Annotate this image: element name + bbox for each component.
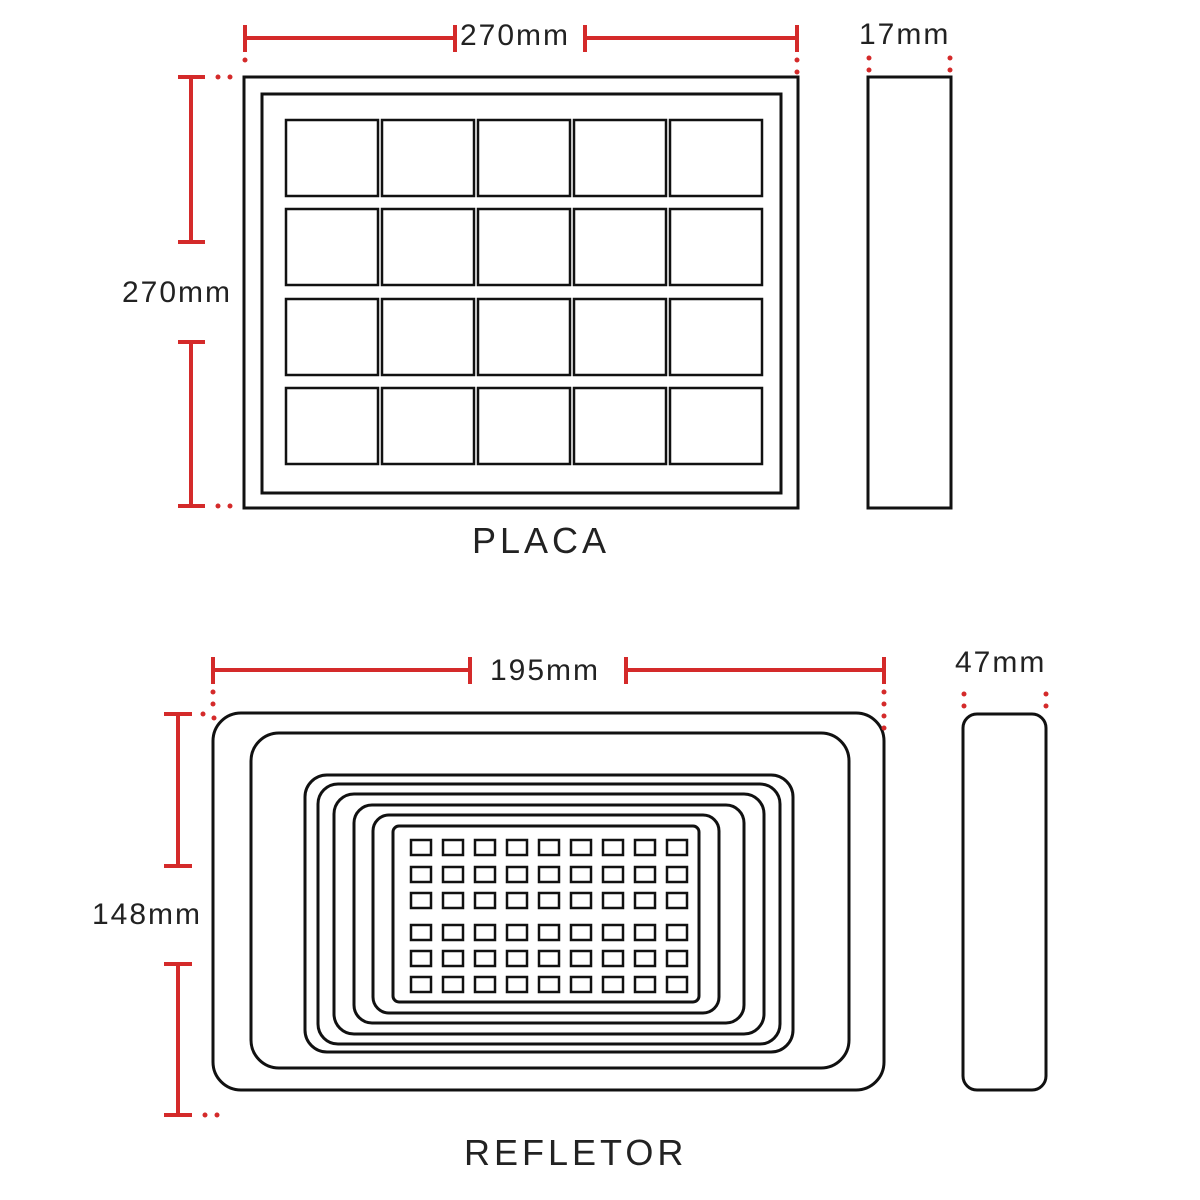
led-chip [473,949,497,968]
led-chip [409,838,433,857]
placa-width-dimension [243,25,799,52]
solar-cell [476,207,572,287]
led-chip [505,975,529,994]
placa-width-label: 270mm [460,19,571,52]
led-chip [665,891,689,910]
led-chip [505,838,529,857]
solar-cell [668,118,764,198]
solar-cell [476,118,572,198]
refletor-height-dimension [164,712,192,1117]
solar-cell [284,297,380,377]
led-chip [441,891,465,910]
led-chip [665,949,689,968]
led-chip [473,891,497,910]
led-chip [505,923,529,942]
placa-side-view [866,75,953,510]
solar-cell [476,297,572,377]
led-chip [537,891,561,910]
led-chip [473,923,497,942]
led-chip [409,891,433,910]
refletor-body [211,711,886,1092]
led-chip [633,838,657,857]
led-chip [601,865,625,884]
solar-cell [284,386,380,466]
led-chip [633,923,657,942]
led-chip [505,949,529,968]
solar-cell [380,386,476,466]
placa-height-dimension [178,75,205,508]
led-chip [569,838,593,857]
led-chip [409,923,433,942]
led-chip [441,949,465,968]
led-chip [505,891,529,910]
placa-height-label: 270mm [122,276,233,310]
led-chip [665,975,689,994]
led-chip [441,865,465,884]
led-chip [473,865,497,884]
led-chip [569,865,593,884]
refletor-side-view [961,712,1048,1092]
led-chip [665,838,689,857]
refletor-height-label: 148mm [92,898,203,932]
placa-panel [242,75,800,510]
led-chip [409,865,433,884]
led-chip [409,975,433,994]
led-chip [569,891,593,910]
led-chip [633,975,657,994]
solar-cell [668,386,764,466]
led-chip [473,838,497,857]
solar-cell [380,118,476,198]
led-chip [537,923,561,942]
solar-cell [572,207,668,287]
led-chip [665,923,689,942]
led-chip [441,838,465,857]
solar-cell [284,207,380,287]
led-chip [409,949,433,968]
refletor-dotted-marks [200,689,1049,1118]
led-chip [473,975,497,994]
solar-cell [380,297,476,377]
led-chip [537,975,561,994]
placa-title: PLACA [472,520,611,562]
solar-cell [476,386,572,466]
led-chip [665,865,689,884]
refletor-depth-label: 47mm [955,646,1047,680]
solar-cell [668,297,764,377]
solar-cell [572,297,668,377]
led-chip [441,975,465,994]
refletor-width-label: 195mm [490,654,601,688]
led-chip [569,949,593,968]
led-chip [537,865,561,884]
led-chip [601,891,625,910]
led-chip [633,865,657,884]
placa-depth-label: 17mm [859,18,951,52]
led-chip [537,838,561,857]
refletor-width-dimension [211,657,886,684]
led-chip [441,923,465,942]
led-chip [601,838,625,857]
led-chip [569,923,593,942]
led-chip [633,891,657,910]
led-chip [537,949,561,968]
led-chip [601,949,625,968]
solar-cell [572,386,668,466]
refletor-title: REFLETOR [464,1132,688,1174]
solar-cell [380,207,476,287]
solar-cell [284,118,380,198]
led-chip [601,975,625,994]
led-chip [601,923,625,942]
led-chip [633,949,657,968]
led-chip [569,975,593,994]
dotted-extension-marks [215,55,953,509]
solar-cell [668,207,764,287]
solar-cell [572,118,668,198]
led-chip [505,865,529,884]
